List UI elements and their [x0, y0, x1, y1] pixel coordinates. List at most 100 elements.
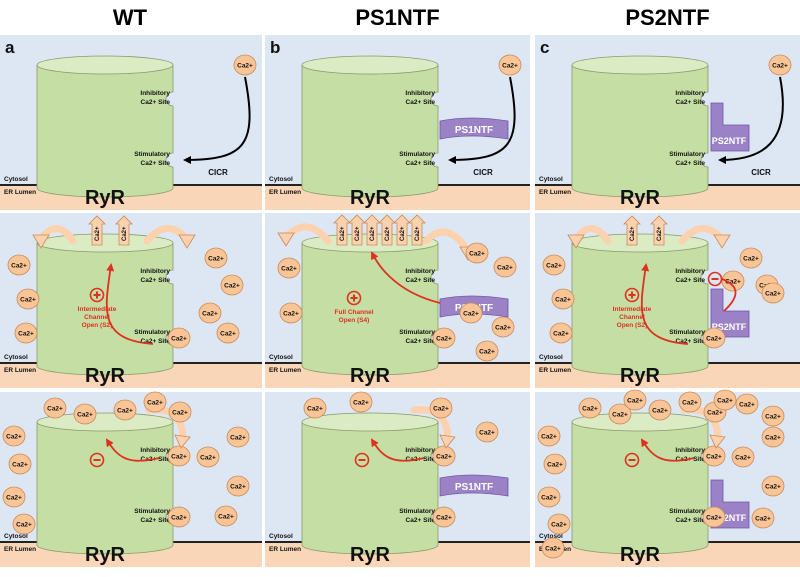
- inhibitory-site-label: Inhibitory: [140, 90, 170, 97]
- hook-head: [709, 434, 726, 449]
- ion-label: Ca2+: [553, 331, 569, 338]
- calcium-ion: Ca2+: [761, 282, 785, 304]
- calcium-ion: Ca2+: [578, 397, 602, 419]
- arrow-label: Ca2+: [355, 226, 361, 241]
- ion-body: [498, 54, 522, 76]
- inhibition-minus-icon: [354, 452, 370, 468]
- ion-label: Ca2+: [433, 406, 449, 413]
- ion-body: [349, 391, 373, 413]
- ion-body: [14, 322, 38, 344]
- calcium-ion: Ca2+: [537, 425, 561, 447]
- ryr-cylinder: [301, 242, 439, 376]
- plus-ring: [346, 290, 362, 306]
- ion-body: [549, 322, 573, 344]
- er-lumen-label: ER Lumen: [539, 367, 571, 374]
- ion-body: [678, 391, 702, 413]
- stimulatory-site-label: Stimulatory: [669, 151, 705, 158]
- activation-arrow: [371, 251, 441, 304]
- ion-label: Ca2+: [547, 462, 563, 469]
- inhibitory-site-label: Ca2+ Site: [141, 277, 171, 284]
- minus-ring: [624, 452, 640, 468]
- inhibitory-site-label: Inhibitory: [140, 447, 170, 454]
- ps2ntf-label: PS2NTF: [712, 513, 747, 523]
- ion-body: [475, 421, 499, 443]
- ion-body: [547, 513, 571, 535]
- ion-body: [493, 256, 517, 278]
- ryr-label: RyR: [620, 187, 661, 209]
- stimulatory-site-label: Stimulatory: [134, 151, 170, 158]
- inhibitory-site-label: Inhibitory: [675, 90, 705, 97]
- plus-ring: [89, 287, 105, 303]
- calcium-ion: Ca2+: [648, 399, 672, 421]
- ryr-cylinder: [301, 64, 439, 198]
- ion-label: Ca2+: [502, 63, 518, 70]
- ion-label: Ca2+: [479, 430, 495, 437]
- plus-ring: [624, 287, 640, 303]
- calcium-ion: Ca2+: [214, 505, 238, 527]
- ion-body: [43, 397, 67, 419]
- hook-head: [439, 434, 456, 449]
- inhibitory-site-label: Inhibitory: [405, 90, 435, 97]
- column-title-ps2ntf: PS2NTF: [625, 5, 710, 30]
- ion-label: Ca2+: [77, 412, 93, 419]
- ryr-label: RyR: [85, 365, 126, 387]
- activation-arrow: [105, 263, 154, 345]
- ion-label: Ca2+: [612, 412, 628, 419]
- ion-body: [2, 425, 26, 447]
- calcium-ion: Ca2+: [196, 446, 220, 468]
- calcium-efflux-arrow: Ca2+: [378, 214, 396, 246]
- ps1ntf-block: PS1NTF: [439, 117, 509, 140]
- ion-body: [541, 537, 565, 559]
- calcium-ion: Ca2+: [12, 513, 36, 535]
- ion-body: [226, 475, 250, 497]
- stimulatory-site-label: Stimulatory: [669, 508, 705, 515]
- ryr-cylinder: [36, 421, 174, 555]
- calcium-ion: Ca2+: [551, 288, 575, 310]
- state-label: Intermediate: [613, 306, 652, 313]
- cicr-arrow: [718, 76, 784, 164]
- calcium-ion: Ca2+: [739, 247, 763, 269]
- curve-head: [277, 232, 295, 247]
- arrow-shape: [408, 214, 426, 246]
- calcium-ion: Ca2+: [73, 403, 97, 425]
- stimulatory-site-label: Ca2+ Site: [141, 160, 171, 167]
- calcium-ion: Ca2+: [226, 426, 250, 448]
- ryr-label: RyR: [350, 187, 391, 209]
- ps2ntf-shape: [710, 102, 750, 152]
- ion-body: [702, 445, 726, 467]
- er-lumen-label: ER Lumen: [4, 367, 36, 374]
- stimulatory-site-label: Ca2+ Site: [676, 517, 706, 524]
- ion-body: [761, 475, 785, 497]
- arrow-shape: [623, 215, 641, 246]
- calcium-ion: Ca2+: [459, 302, 483, 324]
- curve-head: [32, 234, 50, 249]
- ps1ntf-label: PS1NTF: [455, 125, 493, 136]
- ion-label: Ca2+: [202, 311, 218, 318]
- calcium-ion: Ca2+: [432, 327, 456, 349]
- ion-label: Ca2+: [765, 435, 781, 442]
- calcium-ion: Ca2+: [761, 405, 785, 427]
- inhibitory-site-label: Ca2+ Site: [141, 99, 171, 106]
- arrow-shape: [393, 214, 411, 246]
- ion-label: Ca2+: [171, 454, 187, 461]
- ion-label: Ca2+: [545, 546, 561, 553]
- inhibitory-site-label: Inhibitory: [405, 447, 435, 454]
- ion-label: Ca2+: [765, 414, 781, 421]
- calcium-ion: Ca2+: [14, 322, 38, 344]
- calcium-ion: Ca2+: [279, 302, 303, 324]
- minus-ring: [89, 452, 105, 468]
- ion-label: Ca2+: [230, 435, 246, 442]
- calcium-release-curve: [32, 225, 77, 249]
- calcium-ion: Ca2+: [143, 391, 167, 413]
- er-lumen-label: ER Lumen: [539, 189, 571, 196]
- ion-body: [2, 486, 26, 508]
- calcium-ion: Ca2+: [491, 316, 515, 338]
- calcium-efflux-arrow: Ca2+: [363, 214, 381, 246]
- arrow-label: Ca2+: [95, 226, 101, 241]
- calcium-ion: Ca2+: [751, 507, 775, 529]
- ion-body: [623, 389, 647, 411]
- ps1ntf-label: PS1NTF: [455, 482, 493, 493]
